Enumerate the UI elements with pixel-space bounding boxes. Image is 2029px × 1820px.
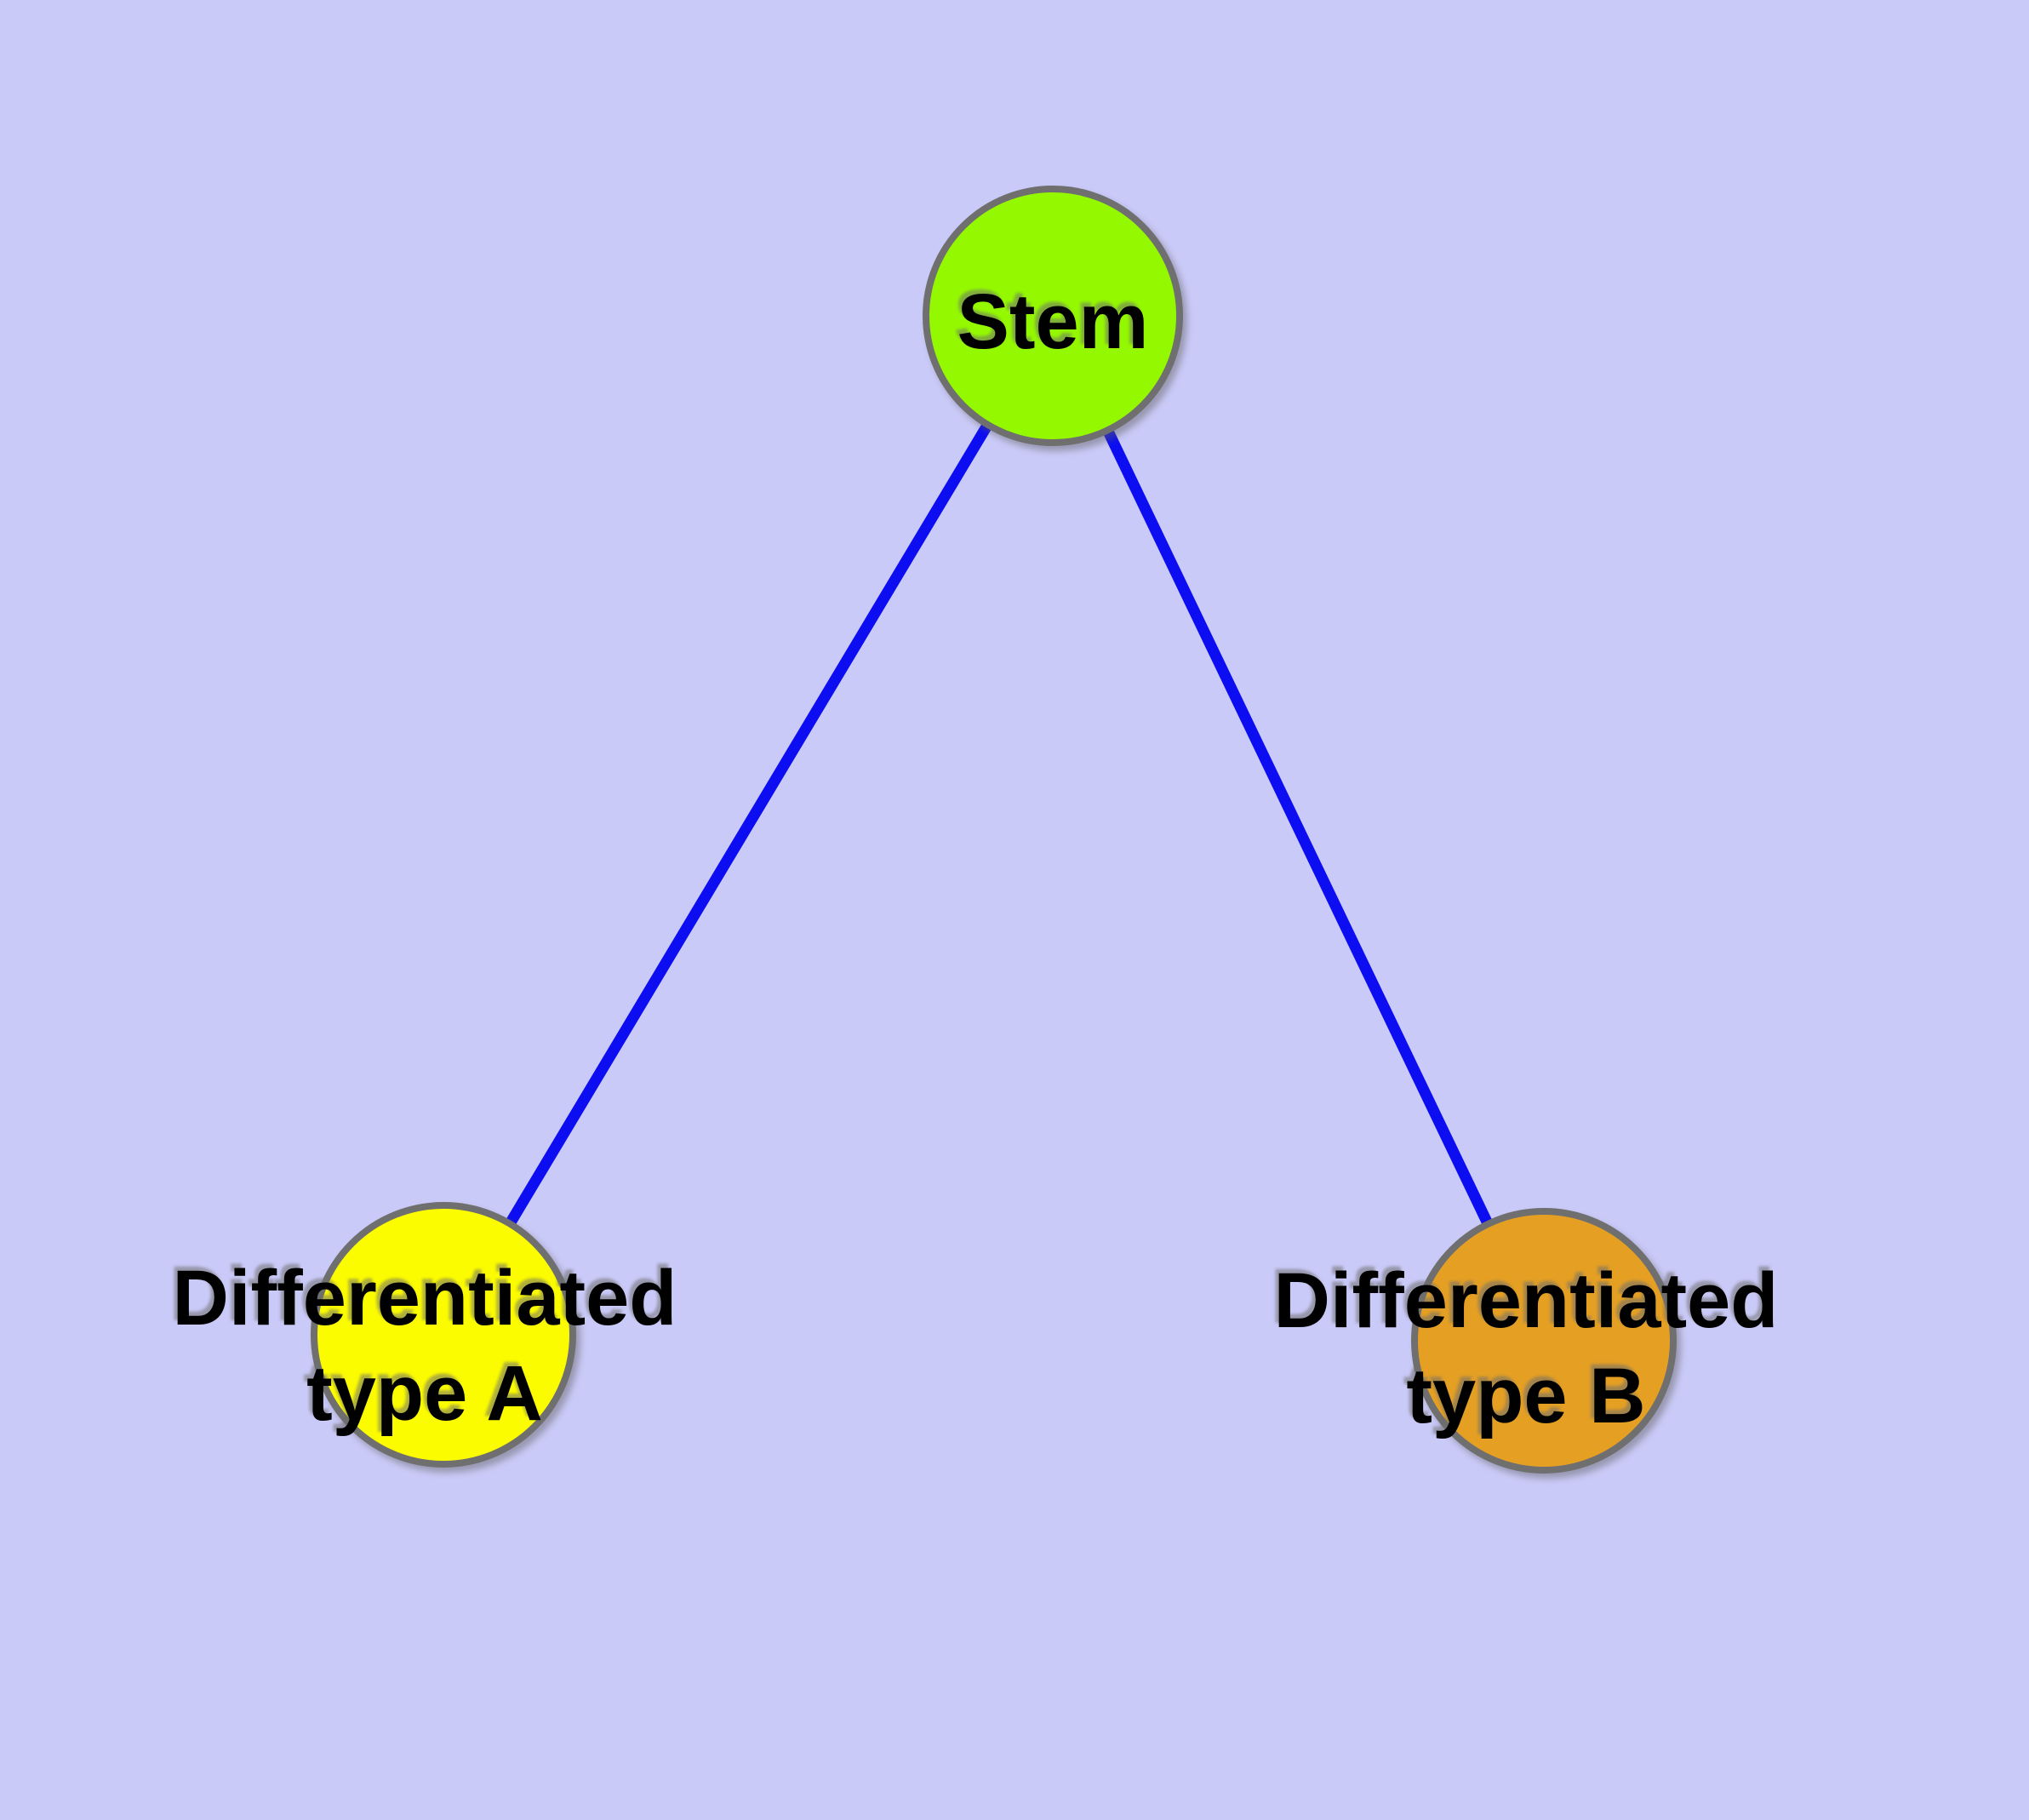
edge-stem-to-type-a (438, 312, 1058, 1338)
node-stem[interactable] (923, 186, 1183, 446)
node-differentiated-type-b[interactable] (1411, 1208, 1677, 1474)
edge-stem-to-type-b (1048, 313, 1549, 1343)
node-differentiated-type-a[interactable] (311, 1202, 576, 1468)
